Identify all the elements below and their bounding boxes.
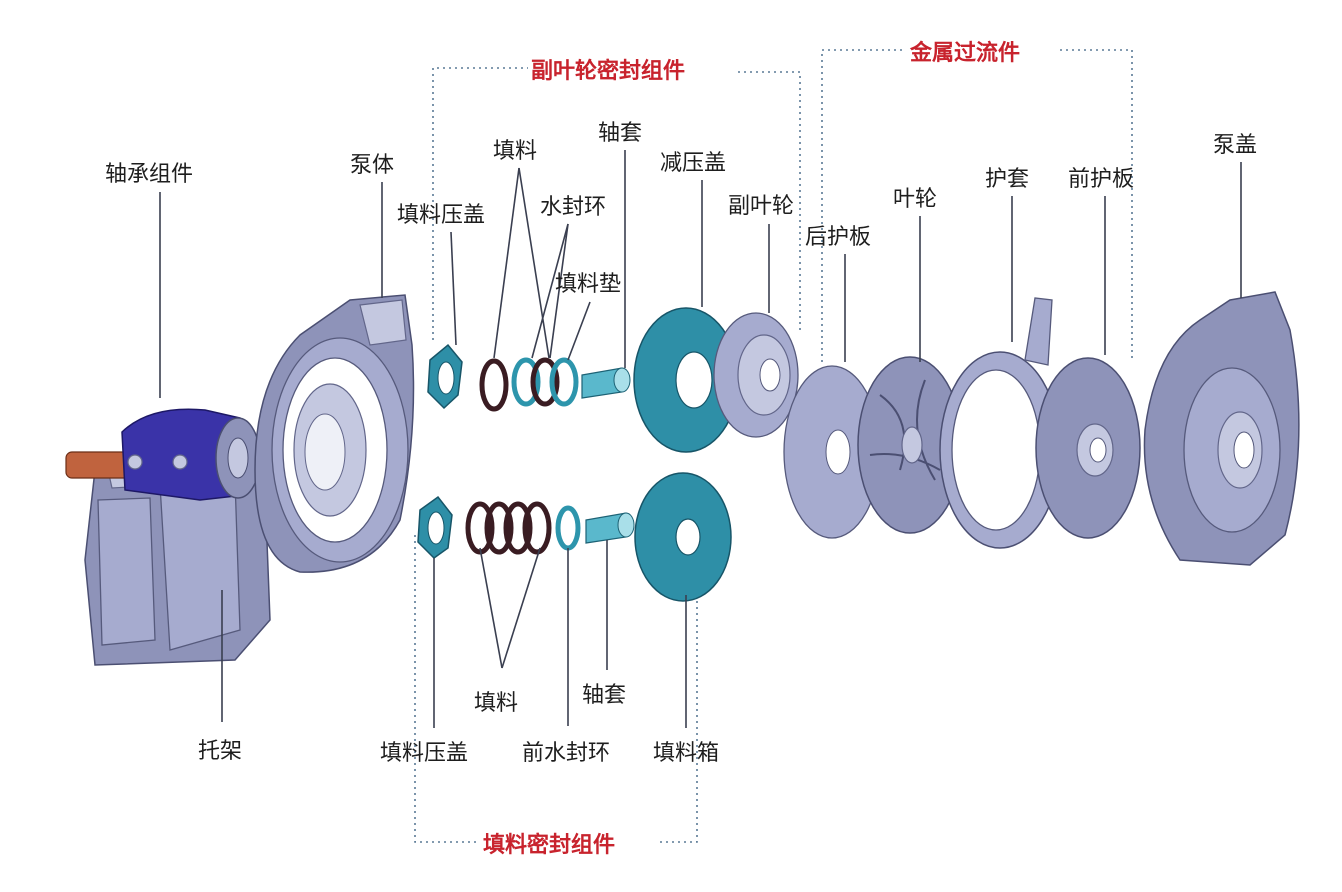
group-label-expeller-seal: 副叶轮密封组件 (531, 58, 685, 84)
pump-body-part (254, 294, 415, 573)
leader-lines (159, 150, 1242, 728)
packing-rings-bottom (465, 501, 581, 555)
group-label-packing-seal: 填料密封组件 (483, 832, 615, 858)
front-liner-part (1035, 357, 1141, 539)
label-front-liner: 前护板 (1068, 167, 1134, 192)
label-packing-bottom: 填料 (474, 691, 518, 716)
label-front-water-seal-ring: 前水封环 (522, 741, 610, 766)
part-labels: 轴承组件 泵体 填料 轴套 减压盖 填料压盖 水封环 填料垫 副叶轮 后护板 叶… (105, 121, 1257, 766)
pressure-reducing-cover-part (633, 307, 739, 453)
group-label-metal-wet-parts: 金属过流件 (909, 40, 1020, 66)
volute-liner-part (939, 297, 1061, 549)
stuffing-box-part (634, 472, 732, 602)
shaft-sleeve-bottom-part (585, 512, 635, 544)
label-bracket: 托架 (198, 739, 242, 764)
rear-liner-part (783, 365, 881, 539)
label-expeller: 副叶轮 (728, 194, 794, 219)
packing-rings-top (479, 357, 579, 412)
label-pump-body: 泵体 (350, 153, 394, 178)
label-packing-top: 填料 (493, 139, 537, 164)
label-shaft-sleeve-top: 轴套 (598, 121, 642, 146)
impeller-part (857, 356, 963, 534)
label-stuffing-box: 填料箱 (653, 741, 719, 766)
expeller-part (713, 312, 799, 438)
label-rear-liner: 后护板 (805, 225, 871, 250)
group-labels: 副叶轮密封组件 金属过流件 填料密封组件 (483, 40, 1020, 858)
shaft-sleeve-top-part (581, 367, 631, 399)
label-gland-bottom: 填料压盖 (380, 741, 468, 766)
gland-top-part (427, 343, 463, 410)
label-gland-top: 填料压盖 (397, 203, 485, 228)
group-brackets (414, 49, 1133, 843)
label-bearing-assembly: 轴承组件 (105, 162, 193, 187)
label-packing-gasket: 填料垫 (555, 272, 621, 297)
label-shaft-sleeve-bottom: 轴套 (582, 683, 626, 708)
label-pump-cover: 泵盖 (1213, 133, 1257, 158)
label-impeller: 叶轮 (893, 187, 937, 212)
label-pressure-reducing-cover: 减压盖 (660, 151, 726, 176)
pump-cover-part (1143, 291, 1300, 566)
label-volute-liner: 护套 (985, 167, 1029, 192)
gland-bottom-part (417, 495, 453, 559)
bearing-assembly-part (121, 408, 261, 501)
label-water-seal-ring: 水封环 (540, 195, 606, 220)
